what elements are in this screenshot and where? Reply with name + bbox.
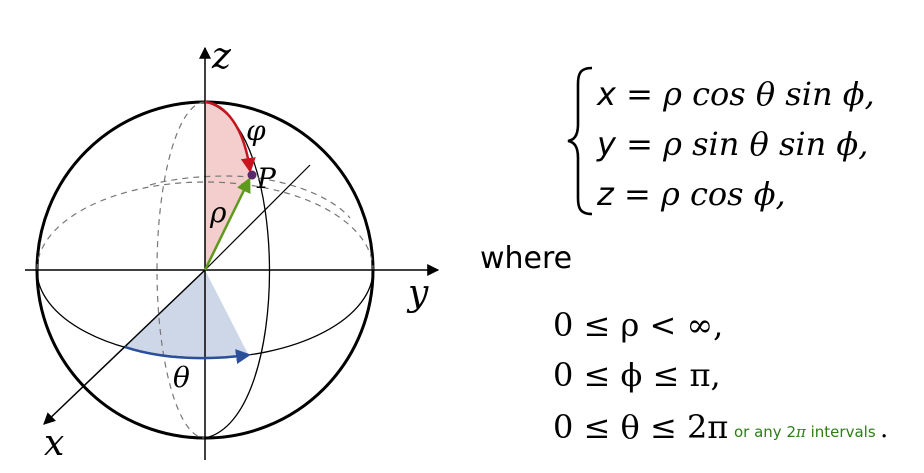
- z-axis-label: z: [211, 36, 232, 77]
- phi-label: φ: [246, 114, 266, 147]
- rho-label: ρ: [209, 196, 227, 229]
- point-p-marker: [247, 170, 257, 180]
- phi-sector-fill: [205, 102, 252, 270]
- rho-vector: [203, 177, 251, 271]
- equator-back: [36, 181, 374, 271]
- where-label: where: [480, 241, 572, 276]
- x-axis-label: x: [44, 423, 64, 464]
- range-theta: 0 ≤ θ ≤ 2π: [553, 408, 728, 446]
- theta-arc: [124, 345, 251, 364]
- point-p-label: P: [256, 162, 277, 195]
- equation-x: x = ρ cos θ sin ϕ,: [596, 75, 875, 113]
- range-phi: 0 ≤ ϕ ≤ π,: [553, 356, 721, 394]
- range-rho: 0 ≤ ρ < ∞,: [553, 306, 723, 344]
- theta-label: θ: [173, 361, 190, 394]
- x-axis: [43, 269, 206, 425]
- theta-sector-fill: [125, 270, 249, 359]
- interval-note-period: .: [880, 414, 888, 444]
- projection-line: [204, 164, 311, 271]
- y-axis-label: y: [406, 273, 429, 314]
- system-brace: [567, 66, 593, 216]
- latitude-circle-right: [257, 177, 351, 219]
- equation-z: z = ρ cos ϕ,: [596, 175, 786, 213]
- interval-note: or any 2π intervals: [734, 423, 876, 441]
- meridian-xz-back: [156, 101, 206, 439]
- phi-arc: [204, 100, 256, 173]
- equation-y: y = ρ sin θ sin ϕ,: [596, 125, 868, 163]
